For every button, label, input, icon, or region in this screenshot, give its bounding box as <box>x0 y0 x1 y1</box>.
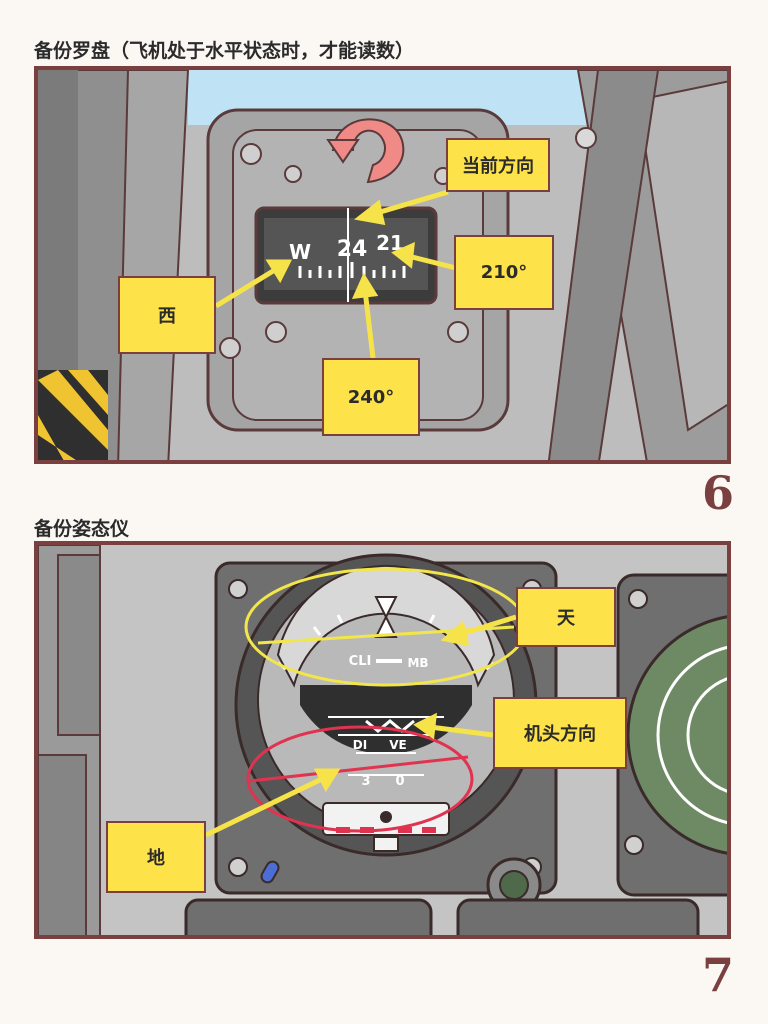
compass-mark-24: 24 <box>337 237 368 262</box>
compass-section-title: 备份罗盘（飞机处于水平状态时，才能读数） <box>34 40 415 62</box>
inst-text-di: DI <box>353 738 367 752</box>
ground-highlight-ellipse <box>246 725 474 833</box>
sky-pointer <box>374 596 398 620</box>
wing-nut-icon <box>575 127 597 149</box>
inst-text-cli: CLI <box>349 654 372 669</box>
callout-ground: 地 <box>106 821 206 893</box>
compass-panel: W 24 21 当前方向 西 210° 240° <box>34 66 731 464</box>
inst-text-ve: VE <box>389 738 406 752</box>
page-number-7: 7 <box>702 948 735 1002</box>
compass-mark-w: W <box>289 240 311 264</box>
callout-west: 西 <box>118 276 216 354</box>
pitch-lines <box>328 716 444 776</box>
right-gauge <box>626 615 727 855</box>
rotate-arrow-icon <box>331 118 405 184</box>
compass-illustration: W 24 21 <box>38 70 727 460</box>
callout-210-degrees: 210° <box>454 235 554 310</box>
hazard-stripes <box>38 370 108 460</box>
inst-text-0: 0 <box>395 774 404 789</box>
callout-240-degrees: 240° <box>322 358 420 436</box>
page-number-6: 6 <box>702 466 735 520</box>
callout-sky: 天 <box>516 587 616 647</box>
callout-nose-direction: 机头方向 <box>493 697 627 769</box>
attitude-illustration: CLI MB DI VE 3 0 <box>38 545 727 935</box>
inst-text-mb: MB <box>407 656 428 670</box>
housing-screws <box>219 143 469 359</box>
attitude-section-title: 备份姿态仪 <box>34 518 130 540</box>
inst-text-3: 3 <box>361 774 370 789</box>
callout-current-heading: 当前方向 <box>446 138 550 192</box>
compass-ticks <box>298 262 406 278</box>
attitude-panel: CLI MB DI VE 3 0 <box>34 541 731 939</box>
attitude-callout-arrows <box>204 614 517 838</box>
callout-arrows <box>214 189 457 359</box>
blue-pin-icon <box>260 860 280 884</box>
